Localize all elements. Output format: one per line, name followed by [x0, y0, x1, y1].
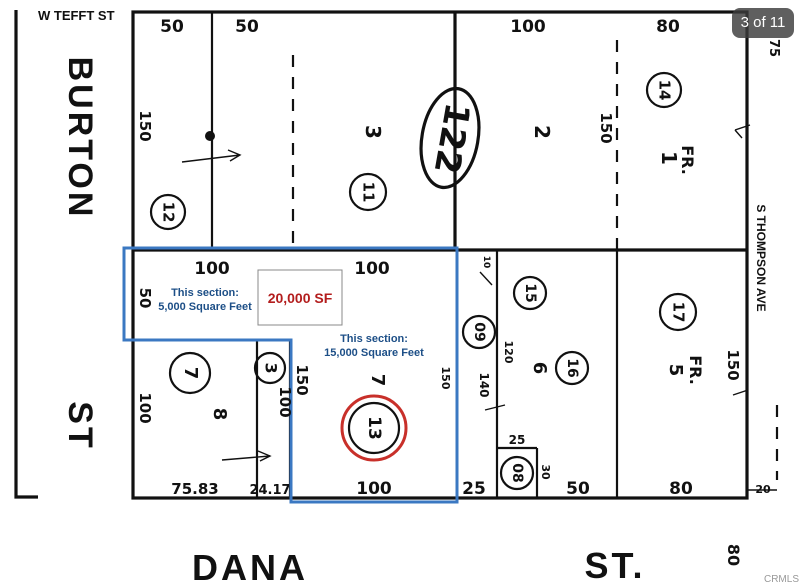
vertical-dim: 100	[276, 386, 294, 417]
parcel-16: 16	[564, 358, 580, 377]
small-dim: 30	[539, 464, 552, 480]
west-street-bracket	[14, 10, 38, 499]
small-dim: 25	[509, 433, 526, 447]
street-width: 80	[724, 544, 743, 566]
parcel-7: 7	[180, 367, 201, 380]
bottom-dim: 24.17	[249, 483, 290, 498]
survey-arrows	[181, 124, 751, 462]
top-dim: 50	[235, 17, 259, 37]
parcel-circles	[149, 71, 698, 491]
image-counter[interactable]: 3 of 11	[732, 8, 794, 38]
middle-dim: 100	[354, 259, 390, 279]
bottom-dim: 80	[669, 479, 693, 499]
top-right-width: 75	[766, 39, 781, 57]
lot-5: 5	[665, 364, 686, 377]
vertical-dim: 120	[502, 341, 515, 364]
bottom-dim: 75.83	[171, 480, 218, 498]
side-dim: 150	[597, 112, 615, 143]
section-a-area: 5,000 Square Feet	[158, 301, 252, 313]
lot-7: 7	[367, 374, 388, 387]
parcel-14: 14	[656, 80, 674, 101]
parcel-11: 11	[360, 182, 378, 203]
lot-number: 1	[657, 151, 681, 165]
lot-number: 3	[361, 125, 385, 139]
street-w-tefft: W TEFFT ST	[36, 8, 117, 23]
parcel-3: 3	[262, 362, 281, 373]
parcel-13-highlight	[340, 394, 408, 462]
fr-label: FR.	[686, 355, 705, 385]
parcel-15: 15	[522, 283, 538, 302]
street-thompson: S THOMPSON AVE	[754, 204, 768, 311]
survey-point	[205, 131, 215, 141]
block-number-ellipse	[419, 86, 481, 190]
parcel-13: 13	[364, 416, 384, 440]
parcel-09: 09	[471, 322, 487, 341]
street-burton: BURTON	[61, 57, 99, 220]
section-b-title: This section:	[340, 333, 408, 345]
watermark: CRMLS	[763, 574, 799, 585]
lot-number: 2	[530, 125, 554, 139]
vertical-dim: 100	[136, 392, 154, 423]
total-area-label: 20,000 SF	[268, 290, 333, 306]
small-dim: 10	[481, 256, 491, 269]
middle-dim-left: 50	[136, 288, 154, 309]
parcel-17: 17	[670, 302, 688, 323]
section-b-area: 15,000 Square Feet	[324, 347, 424, 359]
top-dim: 80	[656, 17, 680, 37]
vertical-dim: 150	[724, 349, 742, 380]
fr-label: FR.	[678, 145, 697, 175]
lot-6: 6	[529, 362, 550, 375]
vertical-dim: 140	[477, 372, 491, 397]
small-dim: 20	[755, 483, 771, 496]
parcel-13-ring	[347, 401, 401, 455]
block-outline	[131, 10, 749, 500]
bottom-dim: 50	[566, 479, 590, 499]
top-dim: 50	[160, 17, 184, 37]
parcel-08: 08	[509, 463, 525, 482]
top-dim: 100	[510, 17, 546, 37]
bottom-dim: 100	[356, 479, 392, 499]
street-dana: DANA	[192, 547, 308, 588]
lot-8: 8	[209, 408, 230, 421]
vertical-dim: 150	[293, 364, 311, 395]
street-st-bottom: ST.	[584, 545, 645, 586]
parcel-12: 12	[160, 202, 178, 223]
vertical-dim: 150	[439, 367, 452, 390]
total-area-box	[257, 269, 343, 326]
middle-dim: 100	[194, 259, 230, 279]
bottom-dim: 25	[462, 479, 486, 499]
side-dim: 150	[136, 110, 154, 141]
street-st-west: ST	[61, 401, 99, 450]
section-a-title: This section:	[171, 287, 239, 299]
